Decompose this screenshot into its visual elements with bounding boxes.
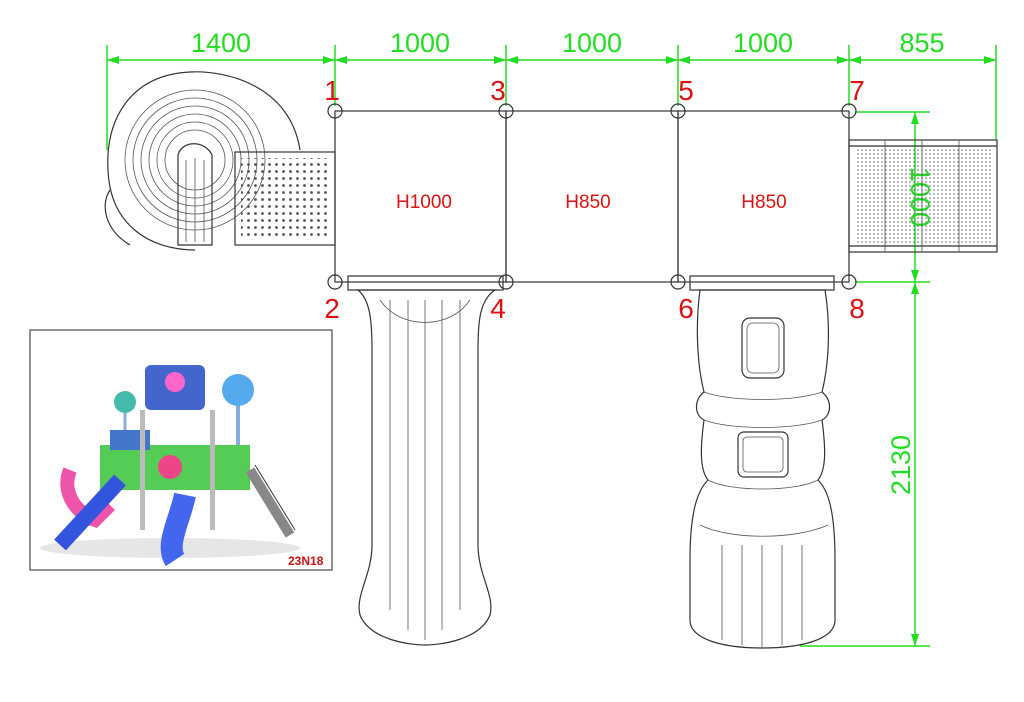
- mesh-stairs: [848, 139, 998, 253]
- point-label-5: 5: [678, 75, 694, 106]
- tube-slide: [689, 275, 836, 649]
- platform-height-2: H850: [565, 192, 610, 213]
- platform-height-1: H1000: [396, 192, 452, 213]
- point-label-8: 8: [849, 293, 865, 324]
- dim-label-1000-a: 1000: [390, 28, 450, 58]
- dim-label-1000-c: 1000: [733, 28, 793, 58]
- dim-label-1400: 1400: [191, 28, 251, 58]
- product-code: 23N18: [288, 554, 324, 568]
- spiral-slide: [104, 71, 336, 251]
- dim-label-2130: 2130: [886, 435, 916, 495]
- point-label-4: 4: [490, 293, 506, 324]
- top-dimension-line: [106, 45, 997, 150]
- product-photo-inset: [29, 329, 333, 571]
- point-label-3: 3: [490, 75, 506, 106]
- wide-slide: [347, 275, 504, 646]
- platform-height-3: H850: [741, 192, 786, 213]
- point-label-2: 2: [324, 293, 340, 324]
- point-label-6: 6: [678, 293, 694, 324]
- platforms: [334, 110, 850, 283]
- point-label-1: 1: [324, 75, 340, 106]
- dim-label-855: 855: [899, 28, 944, 58]
- point-label-7: 7: [849, 75, 865, 106]
- dim-label-1000-b: 1000: [562, 28, 622, 58]
- posts: [327, 103, 857, 290]
